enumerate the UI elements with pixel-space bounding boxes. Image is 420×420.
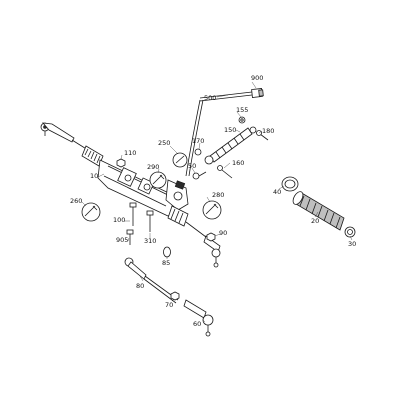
instruction-symbol-250: [172, 152, 188, 168]
callout-100: 100: [113, 216, 125, 224]
clamp-40[interactable]: [281, 176, 299, 192]
callout-260: 260: [70, 197, 82, 205]
callout-labels: 900 500 155 150 180 170 250 110 50 160 2…: [70, 74, 356, 328]
pressure-hose-150[interactable]: [204, 126, 257, 165]
callout-500: 500: [204, 94, 216, 102]
callout-170: 170: [192, 137, 204, 145]
instruction-symbol-280: [202, 200, 222, 220]
coupling-900[interactable]: [251, 88, 264, 98]
callout-900: 900: [251, 74, 263, 82]
callout-10: 10: [90, 172, 98, 180]
nut-90[interactable]: [206, 232, 216, 242]
bolt-310[interactable]: [146, 210, 154, 232]
callout-905: 905: [116, 236, 128, 244]
callout-250: 250: [158, 139, 170, 147]
boot-20[interactable]: [291, 190, 345, 231]
instruction-symbol-290: [149, 171, 167, 189]
seal-ring-170[interactable]: [194, 148, 202, 156]
callout-40: 40: [273, 188, 281, 196]
callout-20: 20: [311, 217, 319, 225]
right-rack-boot[interactable]: [167, 205, 189, 227]
callout-60: 60: [193, 320, 201, 328]
bolt-160[interactable]: [217, 165, 233, 179]
callout-290: 290: [147, 163, 159, 171]
outer-tie-rod-end-60[interactable]: [183, 299, 214, 337]
instruction-symbol-260: [81, 202, 101, 222]
callout-155: 155: [236, 106, 248, 114]
callout-30: 30: [348, 240, 356, 248]
left-tie-rod-end[interactable]: [40, 122, 89, 151]
lock-nut-70[interactable]: [170, 291, 180, 301]
seal-ring-155[interactable]: [238, 116, 246, 124]
steering-shaft-500[interactable]: [185, 91, 253, 177]
clamp-30[interactable]: [344, 226, 356, 238]
callout-280: 280: [212, 191, 224, 199]
callout-80: 80: [136, 282, 144, 290]
callout-85: 85: [162, 259, 170, 267]
leader-lines: [81, 81, 353, 323]
callout-90: 90: [219, 229, 227, 237]
right-tie-rod-end[interactable]: [185, 221, 221, 268]
nut-110[interactable]: [116, 158, 126, 168]
callout-160: 160: [232, 159, 244, 167]
callout-70: 70: [165, 301, 173, 309]
bolt-100[interactable]: [129, 202, 137, 226]
callout-50: 50: [188, 162, 196, 170]
clip-85[interactable]: [163, 246, 171, 258]
steering-gear-housing[interactable]: [97, 159, 189, 217]
callout-180: 180: [262, 127, 274, 135]
banjo-fitting-50[interactable]: [192, 171, 207, 180]
callout-110: 110: [124, 149, 136, 157]
callout-310: 310: [144, 237, 156, 245]
bolt-905[interactable]: [126, 229, 134, 245]
callout-150: 150: [224, 126, 236, 134]
